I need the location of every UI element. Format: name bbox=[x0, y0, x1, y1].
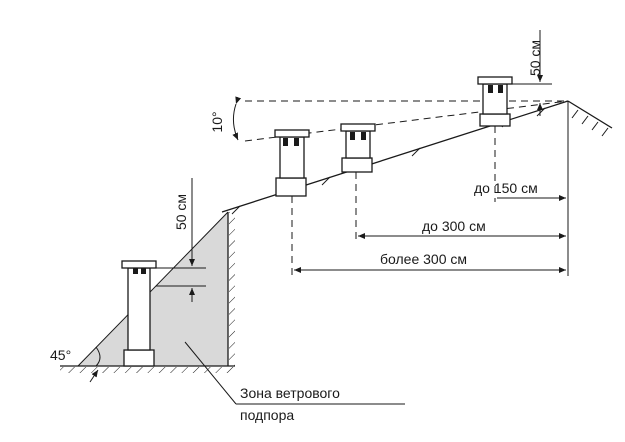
ten-degree-arc bbox=[232, 96, 242, 141]
chimney-left bbox=[121, 260, 157, 367]
label-45-degrees: 45° bbox=[50, 347, 71, 363]
label-more-300: более 300 см bbox=[380, 251, 467, 267]
label-left-50cm: 50 см bbox=[173, 194, 189, 230]
chimney-roof-3 bbox=[477, 76, 513, 127]
chimney-roof-2 bbox=[340, 123, 376, 173]
chimney-roof-1 bbox=[274, 129, 310, 197]
roof-far-hatch bbox=[571, 109, 609, 137]
zone-45-line bbox=[77, 211, 229, 367]
wall-hatch bbox=[229, 212, 235, 366]
label-top-50cm: 50 см bbox=[527, 40, 543, 76]
label-zone-line2: подпора bbox=[240, 407, 294, 423]
top-height-dim bbox=[512, 30, 552, 116]
label-zone-line1: Зона ветрового bbox=[240, 385, 340, 401]
ground-hatch bbox=[60, 367, 235, 373]
zone-leader bbox=[184, 341, 237, 405]
label-up-to-300: до 300 см bbox=[422, 218, 486, 234]
label-10-degrees: 10° bbox=[209, 111, 225, 132]
roof-far-side bbox=[567, 100, 613, 129]
forty-five-arc bbox=[95, 346, 101, 367]
label-up-to-150: до 150 см bbox=[474, 180, 538, 196]
left-height-dim bbox=[156, 178, 206, 302]
